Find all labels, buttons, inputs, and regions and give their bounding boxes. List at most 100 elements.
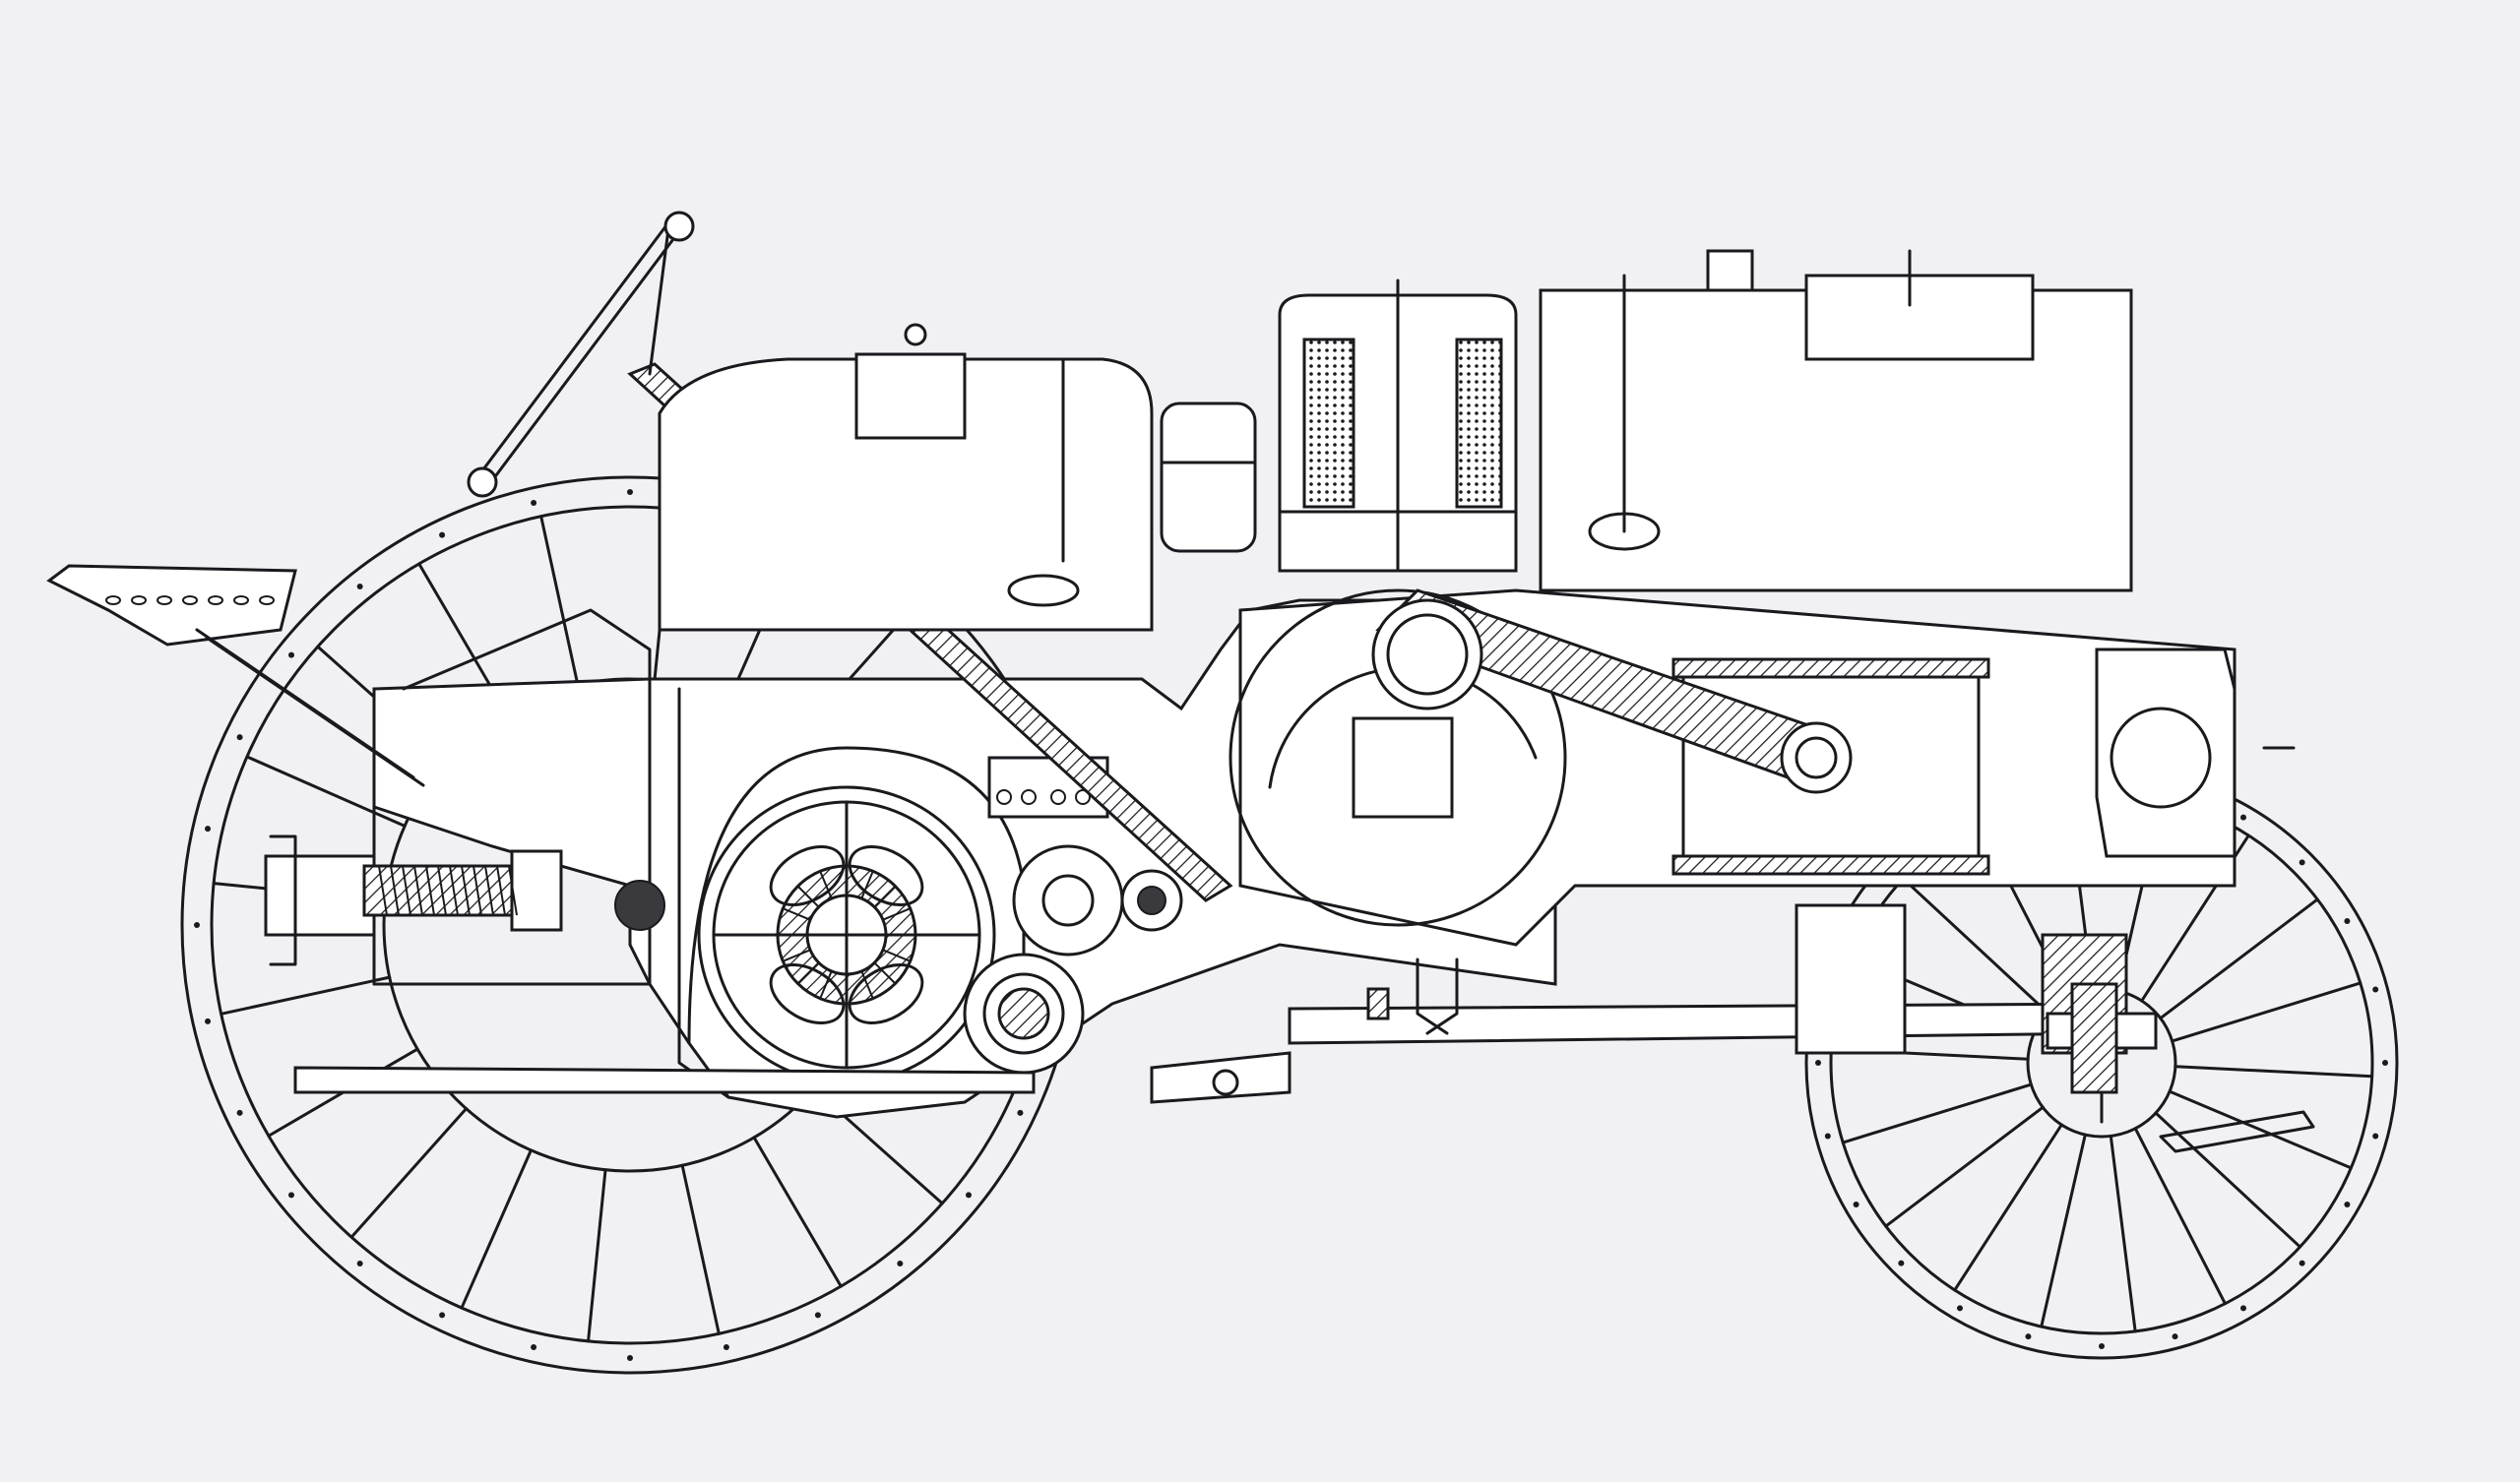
wheel-rivet <box>627 1355 633 1361</box>
wheel-rivet <box>356 583 363 589</box>
wheel-spoke <box>2171 981 2362 1043</box>
lower-chassis <box>1150 903 2118 1104</box>
front-axle <box>2041 933 2158 1124</box>
wheel-spoke <box>2168 1089 2353 1170</box>
wheel-rivet <box>236 734 243 741</box>
spring-coil <box>484 865 494 916</box>
spring-coil <box>496 865 506 916</box>
wheel-spoke <box>2040 1133 2087 1328</box>
wheel-spoke <box>1841 1082 2033 1144</box>
spring-coil <box>461 865 471 916</box>
rear-axle-spring <box>378 865 518 916</box>
oil-cup <box>1160 401 1257 553</box>
seat-hole <box>259 595 275 605</box>
front-crankcase <box>2095 648 2296 858</box>
seat-hole <box>157 595 172 605</box>
wheel-spoke <box>460 1148 533 1310</box>
wheel-rivet <box>2099 1343 2105 1349</box>
gear-tooth <box>873 885 897 908</box>
gear-tooth <box>782 949 811 962</box>
gear-tooth <box>860 870 874 899</box>
driver-seat <box>46 564 425 787</box>
gear-tooth <box>873 961 897 985</box>
spring-coil <box>449 865 459 916</box>
wheel-rivet <box>287 651 294 658</box>
wheel-spoke <box>220 975 392 1016</box>
wheel-spoke <box>539 515 580 687</box>
wheel-rivet <box>2382 1060 2388 1066</box>
wheel-rivet <box>814 1312 821 1319</box>
spring-coil <box>413 865 423 916</box>
gear-tooth <box>782 907 811 921</box>
spring-coil <box>425 865 435 916</box>
front-footrest <box>2159 1110 2315 1153</box>
wheel-rivet <box>439 1312 446 1319</box>
gear-tooth <box>819 970 833 1000</box>
rear-axle-hub <box>264 834 665 966</box>
wheel-spoke <box>2174 1065 2374 1079</box>
wheel-rivet <box>2299 1260 2305 1266</box>
gear-tooth <box>819 870 833 899</box>
seat-hole <box>105 595 121 605</box>
wheel-spoke <box>2109 1134 2137 1333</box>
wheel-rivet <box>236 1109 243 1116</box>
air-cleaner <box>1278 278 1518 573</box>
seat-hole <box>182 595 198 605</box>
wheel-rivet <box>205 826 212 833</box>
wheel-rivet <box>1815 1060 1821 1066</box>
wheel-spoke <box>1901 877 2049 1015</box>
wheel-rivet <box>287 1192 294 1199</box>
spring-coil <box>437 865 447 916</box>
wheel-rivet <box>1824 1133 1831 1140</box>
wheel-rivet <box>2344 918 2351 924</box>
wheel-spoke <box>245 755 407 828</box>
wheel-spoke <box>2154 1111 2302 1249</box>
connecting-rod <box>1371 588 1853 794</box>
wheel-rivet <box>723 1343 729 1350</box>
differential-gear <box>697 785 996 1084</box>
gear-tooth <box>882 949 912 962</box>
wheel-spoke <box>680 1163 721 1335</box>
wheel-rivet <box>1957 1305 1963 1312</box>
wheel-rivet <box>2299 859 2305 866</box>
wheel-rivet <box>194 922 200 928</box>
wheel-rivet <box>2240 1305 2246 1312</box>
wheel-rivet <box>2344 1202 2351 1207</box>
wheel-spoke <box>2159 897 2319 1020</box>
seat-holes <box>105 595 275 605</box>
gear-tooth <box>796 961 820 985</box>
wheel-spoke <box>349 1107 469 1239</box>
spring-coil <box>472 865 482 916</box>
wheel-rivet <box>531 1343 537 1350</box>
wheel-rivet <box>2025 1333 2032 1340</box>
wheel-rivet <box>1853 1202 1859 1207</box>
spring-coil <box>390 865 400 916</box>
wheel-spoke <box>752 1136 843 1288</box>
wheel-rivet <box>2372 1133 2379 1140</box>
wheel-rivet <box>356 1261 363 1267</box>
gear-tooth <box>860 970 874 1000</box>
spring-coil <box>378 865 388 916</box>
wheel-rivet <box>205 1018 212 1024</box>
wheel-rivet <box>439 531 446 538</box>
wheel-rivet <box>2172 1333 2178 1340</box>
wheel-rivet <box>2372 986 2379 993</box>
seat-hole <box>208 595 223 605</box>
gear-tooth <box>796 885 820 908</box>
wheel-rivet <box>897 1261 904 1267</box>
seat-hole <box>131 595 147 605</box>
gear-tooth <box>882 907 912 921</box>
wheel-rivet <box>627 489 633 495</box>
seat-hole <box>233 595 249 605</box>
countershaft-gears <box>963 756 1183 1075</box>
wheel-spoke <box>1953 1123 2063 1292</box>
wheel-spoke <box>587 1168 607 1343</box>
wheel-rivet <box>1898 1260 1905 1266</box>
wheel-rivet <box>1017 1109 1024 1116</box>
fuel-tank <box>658 323 1154 632</box>
wheel-rivet <box>531 500 537 507</box>
spring-coil <box>402 865 411 916</box>
water-tank <box>1539 249 2133 592</box>
wheel-rivet <box>2240 814 2246 821</box>
